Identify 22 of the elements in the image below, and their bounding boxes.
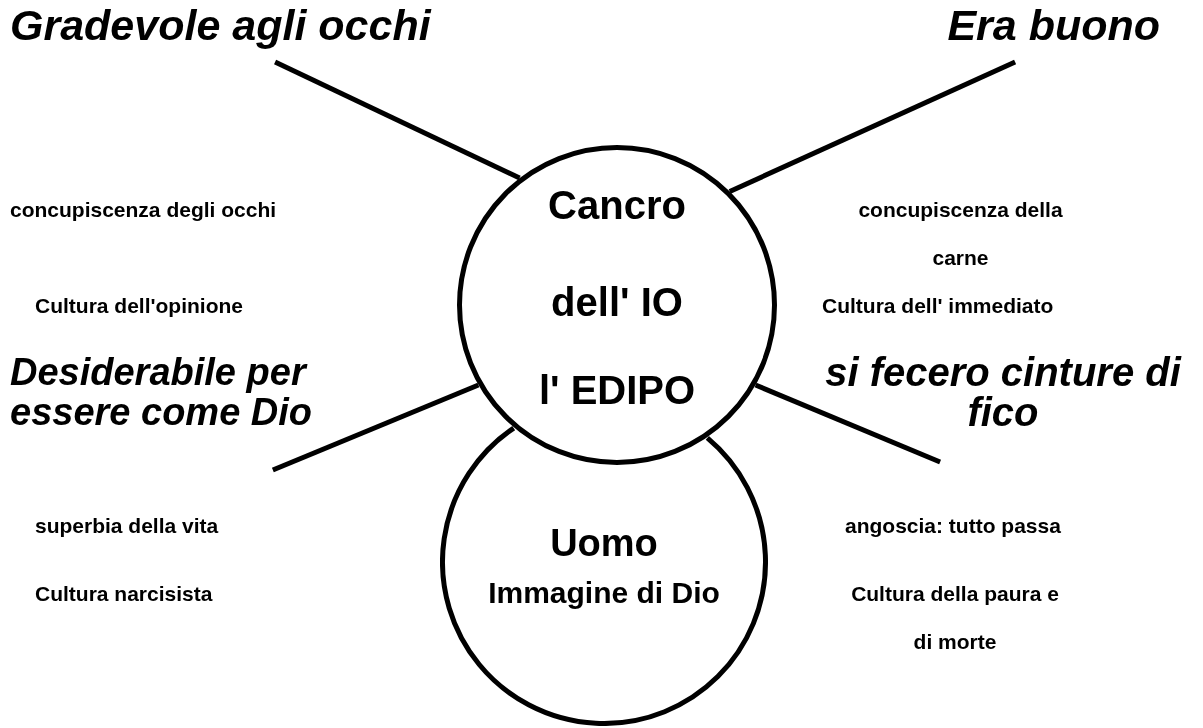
annotation-text: concupiscenza degli occhi [10, 197, 277, 223]
connector-line [271, 382, 480, 473]
annotation-text: Cultura narcisista [35, 581, 213, 607]
callout-text: Desiderabile per essere come Dio [10, 352, 400, 432]
annotation-text: Cultura dell'opinione [35, 293, 243, 319]
connector-line [274, 59, 521, 181]
connector-line [754, 382, 942, 465]
annotation-text: superbia della vita [35, 513, 219, 539]
circle-node [457, 145, 777, 465]
connector-line [728, 59, 1017, 194]
callout-text: Gradevole agli occhi [10, 4, 480, 47]
annotation-text: concupiscenza della carne [857, 197, 1064, 271]
callout-text: Era buono [860, 4, 1160, 47]
annotation-text: Cultura dell' immediato [822, 293, 1054, 319]
node-title: Cancro [547, 183, 687, 227]
annotation-text: angoscia: tutto passa [845, 513, 1061, 539]
node-text: l' EDIPO [537, 368, 697, 412]
callout-text: si fecero cinture di fico [818, 352, 1188, 432]
annotation-text: Cultura della paura e di morte [850, 581, 1060, 655]
node-title: Uomo [549, 522, 659, 564]
node-text: Immagine di Dio [487, 576, 721, 610]
node-text: dell' IO [550, 280, 684, 324]
